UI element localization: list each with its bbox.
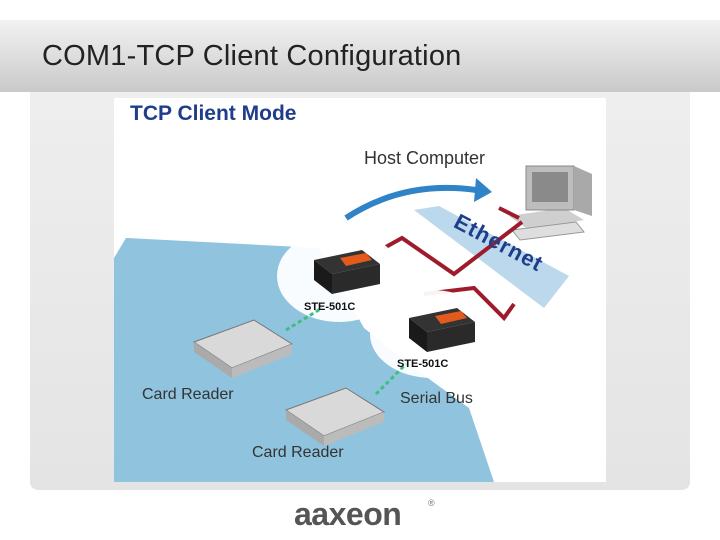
network-cable-2 <box>423 285 516 322</box>
host-computer <box>509 165 592 241</box>
aaxeon-logo: aaxeon ® <box>294 496 436 532</box>
slide-header <box>0 20 720 92</box>
registered-mark: ® <box>428 498 435 508</box>
device-ste501c-1 <box>314 250 380 294</box>
diagram-canvas <box>114 165 592 482</box>
flow-arrow <box>344 185 477 221</box>
network-cable-3 <box>498 206 520 220</box>
slide-title: COM1-TCP Client Configuration <box>42 40 462 72</box>
card-reader-1 <box>114 319 294 378</box>
floor-plane <box>114 238 494 482</box>
network-cable-1 <box>383 220 524 277</box>
card-reader-1-label: Card Reader <box>142 386 234 403</box>
host-computer-label: Host Computer <box>364 148 486 168</box>
card-reader-2 <box>284 387 386 446</box>
diagram-figure: TCP Client Mode Host Computer Ethernet S… <box>114 98 606 482</box>
serial-link-1 <box>285 306 323 332</box>
serial-link-2 <box>374 362 408 396</box>
device-ste501c-2 <box>409 308 475 352</box>
card-reader-2-label: Card Reader <box>252 444 344 461</box>
device2-label: STE-501C <box>397 358 449 370</box>
device1-label: STE-501C <box>304 301 356 313</box>
logo-wordmark: aaxeon <box>294 496 402 532</box>
ethernet-band <box>414 206 569 308</box>
serial-bus-label: Serial Bus <box>400 390 473 407</box>
diagram-title: TCP Client Mode <box>130 102 297 125</box>
